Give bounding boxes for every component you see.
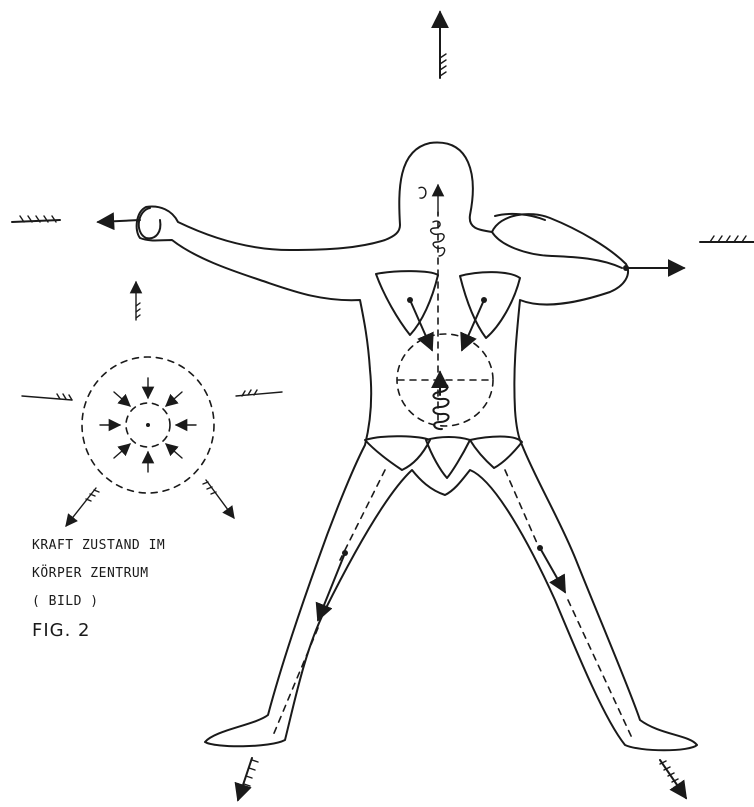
right-shoulder-blade xyxy=(460,272,520,338)
body-outline xyxy=(137,143,697,751)
caption-line-2: KÖRPER ZENTRUM xyxy=(32,566,149,581)
right-arm xyxy=(492,232,622,268)
bottom-right-hatch-marker xyxy=(660,760,686,798)
left-hip-bone xyxy=(365,436,430,470)
caption-line-1: KRAFT ZUSTAND IM xyxy=(32,538,165,553)
bottom-left-hatch-marker xyxy=(238,758,258,800)
figure-label: FIG. 2 xyxy=(32,620,91,641)
ear xyxy=(419,187,426,198)
sacrum xyxy=(426,437,470,478)
left-shoulder-blade xyxy=(376,271,438,335)
top-hatch-marker xyxy=(440,12,446,78)
left-hand xyxy=(139,208,161,238)
left-hatch-marker xyxy=(12,216,60,222)
right-hatch-marker xyxy=(700,236,754,242)
core-force-inset xyxy=(22,282,282,526)
right-hip-bone xyxy=(470,437,522,469)
caption-line-3: ( BILD ) xyxy=(32,594,99,609)
